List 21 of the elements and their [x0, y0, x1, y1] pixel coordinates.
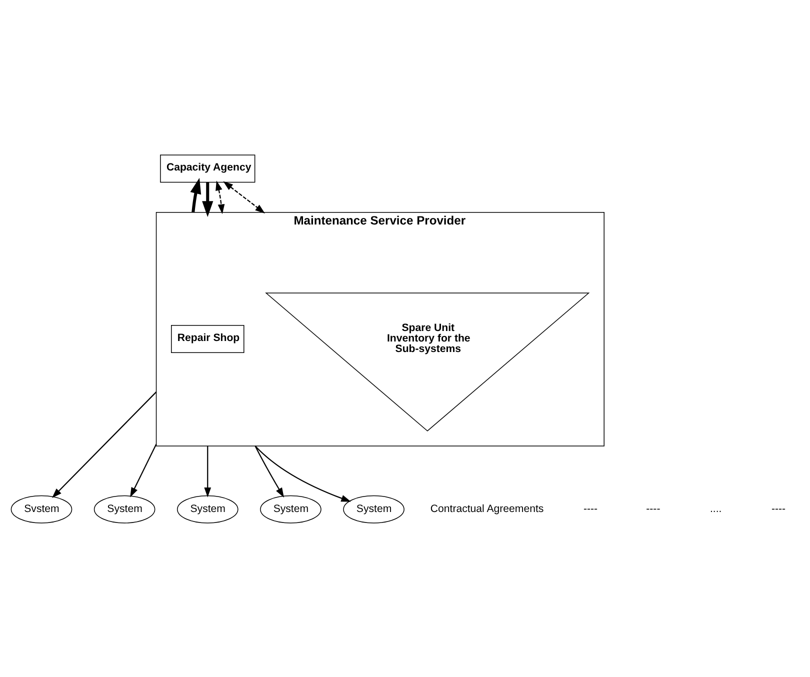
node-ellipse: System	[260, 494, 322, 523]
node-ellipse: System	[176, 494, 238, 523]
label: ....	[710, 502, 722, 515]
arrow	[223, 180, 265, 213]
arrow	[204, 445, 212, 497]
arrow	[254, 445, 352, 502]
node-ellipse: System	[94, 494, 156, 523]
label: ----	[772, 502, 786, 515]
arrow	[216, 180, 225, 214]
arrow	[254, 445, 284, 498]
arrow	[52, 391, 157, 498]
node-ellipse: System	[343, 494, 404, 523]
label: ----	[583, 502, 598, 515]
arrow	[190, 177, 202, 212]
label: ----	[646, 502, 660, 515]
node-box: Capacity Agency	[160, 154, 256, 182]
arrow	[202, 182, 214, 216]
arrow	[130, 443, 157, 497]
label: Contractual Agreements	[430, 502, 544, 515]
node-box: Repair Shop	[171, 324, 244, 352]
node-ellipse: Svstem	[10, 494, 72, 523]
